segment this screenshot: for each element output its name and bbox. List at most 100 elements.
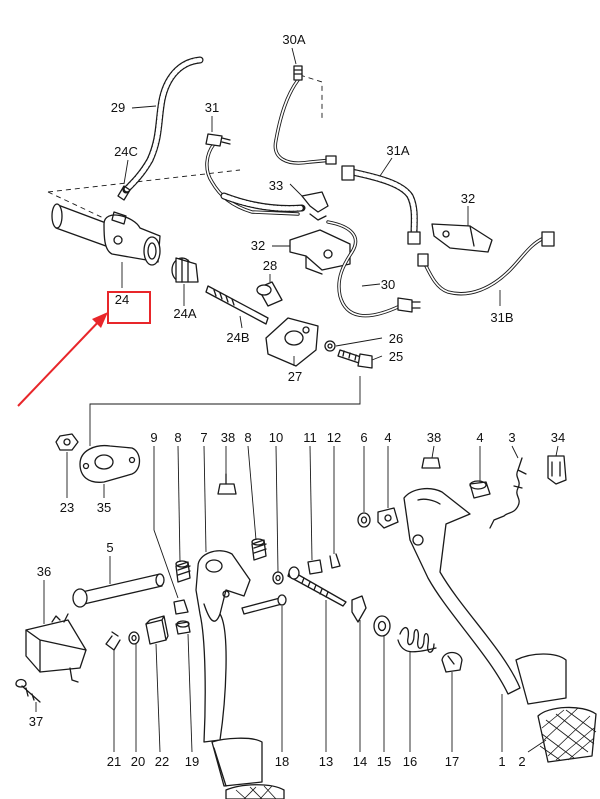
callout-8b: 8 [244, 430, 251, 445]
callout-17: 17 [445, 754, 459, 769]
bushing-8-left [175, 560, 191, 583]
callout-30a: 30A [282, 32, 305, 47]
callout-31a: 31A [386, 143, 409, 158]
callout-4a: 4 [384, 430, 391, 445]
callout-38b: 38 [427, 430, 441, 445]
bushing-19 [175, 620, 191, 635]
callout-21: 21 [107, 754, 121, 769]
pin-38-right [421, 457, 441, 469]
highlight-box [107, 291, 151, 324]
clip-33 [301, 191, 329, 213]
pipe-31b [417, 231, 555, 296]
bracket-34 [547, 455, 567, 485]
callout-9: 9 [150, 430, 157, 445]
callout-27: 27 [288, 369, 302, 384]
callout-30: 30 [381, 277, 395, 292]
callout-4b: 4 [476, 430, 483, 445]
callout-37: 37 [29, 714, 43, 729]
callout-2: 2 [518, 754, 525, 769]
clevis-27 [265, 317, 319, 367]
highlight-arrow-head [92, 312, 108, 328]
bolt-25 [337, 349, 373, 369]
callout-12: 12 [327, 430, 341, 445]
callout-11: 11 [303, 430, 317, 445]
push-rod-24b [205, 285, 269, 325]
callout-32b: 32 [251, 238, 265, 253]
block-22 [145, 615, 169, 645]
callout-34: 34 [551, 430, 565, 445]
threaded-rod-13 [287, 566, 347, 607]
clip-12 [329, 553, 341, 569]
clutch-pad [225, 784, 285, 799]
clip-33-tab [309, 213, 327, 221]
hose-31a [220, 165, 421, 245]
dashed-frame-30a [299, 74, 323, 118]
boot-24a [171, 257, 199, 283]
callout-20: 20 [131, 754, 145, 769]
callout-10: 10 [269, 430, 283, 445]
washer-6 [357, 512, 371, 528]
bushing-8-right [251, 538, 267, 561]
callout-36: 36 [37, 564, 51, 579]
clip-21 [105, 631, 121, 651]
callout-32a: 32 [461, 191, 475, 206]
master-cylinder-24 [51, 203, 161, 266]
callout-23: 23 [60, 500, 74, 515]
washer-20 [128, 631, 140, 645]
nut-23 [55, 433, 79, 451]
highlight-arrow-line [17, 317, 103, 407]
elbow-fitting-24c [117, 185, 131, 201]
callout-18: 18 [275, 754, 289, 769]
callout-3: 3 [508, 430, 515, 445]
cap-17 [441, 651, 463, 673]
callout-7: 7 [200, 430, 207, 445]
screw-37 [15, 678, 41, 703]
lower-pedal-group [15, 433, 597, 799]
callout-24b: 24B [226, 330, 249, 345]
bushing-9 [173, 599, 189, 615]
plug-4-right [469, 480, 491, 499]
bracket-32-right [431, 223, 493, 253]
callout-28: 28 [263, 258, 277, 273]
callout-6: 6 [360, 430, 367, 445]
callout-26: 26 [389, 331, 403, 346]
highlight-annotation [17, 291, 151, 407]
pedal-pad-2 [537, 706, 597, 763]
brake-pedal-1 [403, 487, 567, 705]
callout-labels: 29 24C 24 24A 24B 28 27 26 25 30A 31 31A… [29, 32, 565, 769]
callout-29: 29 [111, 100, 125, 115]
pipe-30a [273, 65, 337, 165]
callout-24c: 24C [114, 144, 138, 159]
callout-19: 19 [185, 754, 199, 769]
group-link-line [89, 376, 361, 418]
callout-16: 16 [403, 754, 417, 769]
callout-38a: 38 [221, 430, 235, 445]
washer-26 [324, 340, 336, 352]
callout-5: 5 [106, 540, 113, 555]
return-spring-3 [489, 457, 527, 529]
pipe-31 [205, 133, 300, 216]
callout-24: 24 [115, 292, 129, 307]
pin-18 [241, 594, 287, 615]
pin-28 [256, 281, 283, 307]
callout-31b: 31B [490, 310, 513, 325]
callout-8a: 8 [174, 430, 181, 445]
bracket-32-left [289, 229, 351, 275]
callout-15: 15 [377, 754, 391, 769]
callout-25: 25 [389, 349, 403, 364]
clutch-pedal-7 [195, 550, 263, 787]
wing-nut-14 [351, 595, 367, 623]
gasket-35 [79, 444, 141, 483]
callout-13: 13 [319, 754, 333, 769]
pipe-30 [326, 220, 421, 318]
callout-31: 31 [205, 100, 219, 115]
switch-36 [25, 613, 87, 683]
callout-24a: 24A [173, 306, 196, 321]
pivot-shaft-5 [72, 573, 165, 608]
callout-33: 33 [269, 178, 283, 193]
callout-1: 1 [498, 754, 505, 769]
nut-4-left [377, 507, 399, 529]
pin-38-left [217, 473, 237, 495]
callout-14: 14 [353, 754, 367, 769]
